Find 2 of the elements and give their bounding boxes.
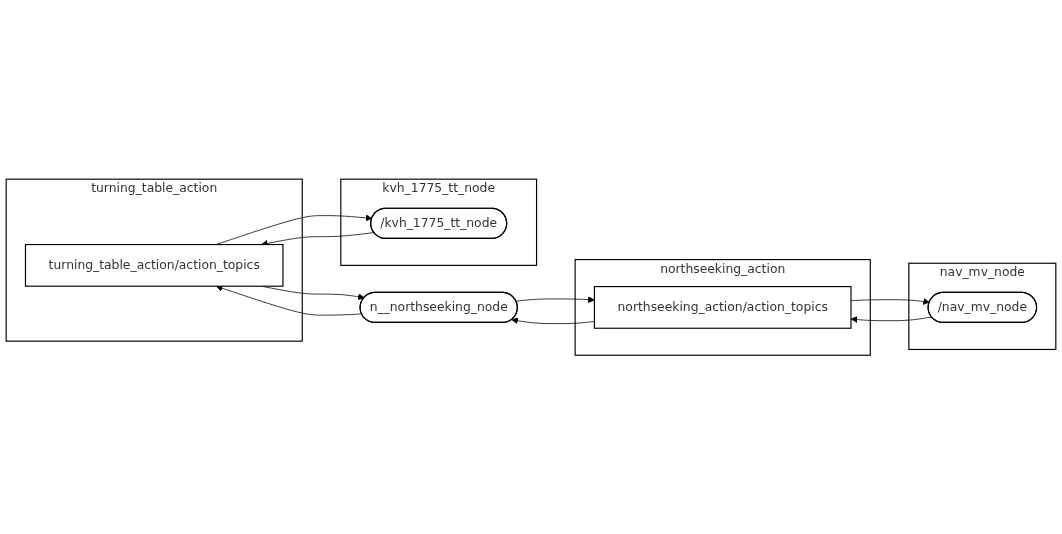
- node-box: northseeking_action/action_topics: [593, 285, 852, 329]
- node-box: turning_table_action/action_topics: [24, 243, 284, 287]
